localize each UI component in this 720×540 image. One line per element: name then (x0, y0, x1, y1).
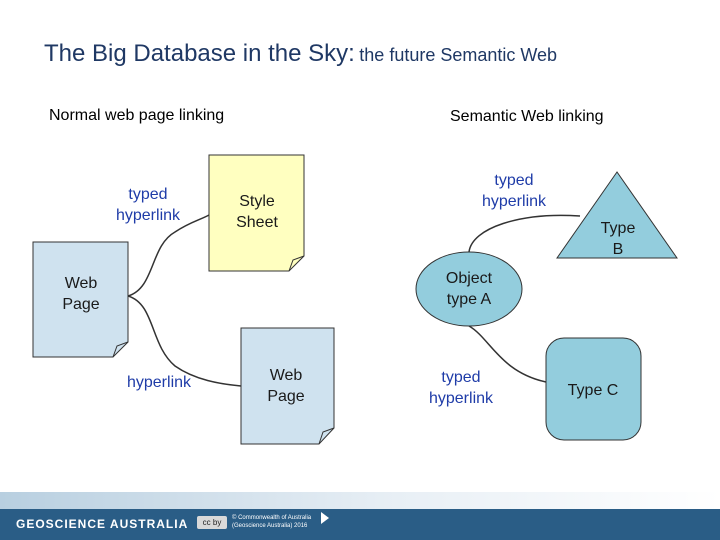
typed-hyperlink-bottom-label-line1: typed (441, 369, 481, 386)
footer-arrow-icon (321, 512, 329, 524)
web-page-target-fold (318, 427, 335, 445)
typed-hyperlink-label[interactable]: typed hyperlink (106, 184, 190, 226)
web-page-target-label-line1: Web (269, 367, 303, 384)
footer-stripe (0, 492, 720, 509)
footer-band (0, 509, 720, 540)
web-page-main-label-line1: Web (64, 275, 98, 292)
type-c-box (545, 337, 642, 441)
cc-license-badge: cc by (197, 516, 227, 529)
web-page-main-shape (32, 241, 129, 358)
web-page-target-shape (240, 327, 335, 445)
typed-hyperlink-label-line2: hyperlink (115, 207, 181, 224)
style-sheet-label: Style Sheet (220, 191, 294, 233)
typed-hyperlink-bottom-label-line2: hyperlink (428, 390, 494, 407)
left-column-heading: Normal web page linking (49, 107, 225, 124)
type-b-label: Type B (590, 218, 646, 260)
type-b-triangle (556, 171, 678, 259)
object-type-a-label-line1: Object (445, 270, 493, 287)
hyperlink-label[interactable]: hyperlink (126, 374, 192, 391)
web-page-main-fold (112, 341, 129, 358)
type-c-label: Type C (567, 382, 619, 399)
footer-brand: GEOSCIENCE AUSTRALIA (16, 517, 189, 531)
footer-copyright: © Commonwealth of Australia (Geoscience … (232, 514, 311, 530)
object-type-a-label-line2: type A (446, 291, 492, 308)
web-page-target-label: Web Page (250, 365, 322, 407)
style-sheet-label-line1: Style (239, 193, 275, 210)
typed-hyperlink-connector (127, 214, 210, 297)
title-sub: the future Semantic Web (359, 45, 558, 65)
footer-copyright-line1: © Commonwealth of Australia (232, 515, 312, 521)
typed-hyperlink-bottom-connector (468, 325, 547, 383)
typed-hyperlink-top-label[interactable]: typed hyperlink (470, 170, 558, 212)
typed-hyperlink-top-label-line2: hyperlink (481, 193, 547, 210)
style-sheet-label-line2: Sheet (236, 214, 278, 231)
web-page-main-label: Web Page (48, 273, 114, 315)
style-sheet-shape (208, 154, 305, 272)
style-sheet-fold (288, 255, 305, 272)
typed-hyperlink-top-connector (468, 214, 581, 253)
object-type-a-label: Object type A (428, 268, 510, 310)
typed-hyperlink-bottom-label[interactable]: typed hyperlink (418, 367, 504, 409)
type-b-label-line2: B (612, 241, 624, 258)
type-b-label-line1: Type (600, 220, 636, 237)
hyperlink-connector (127, 295, 242, 387)
typed-hyperlink-label-line1: typed (128, 186, 168, 203)
slide-title: The Big Database in the Sky: the future … (44, 40, 557, 68)
web-page-main-label-line2: Page (62, 296, 100, 313)
web-page-target-label-line2: Page (267, 388, 305, 405)
right-column-heading: Semantic Web linking (450, 108, 604, 125)
title-main: The Big Database in the Sky: (44, 40, 355, 67)
typed-hyperlink-top-label-line1: typed (494, 172, 534, 189)
footer-copyright-line2: (Geoscience Australia) 2016 (232, 523, 308, 529)
